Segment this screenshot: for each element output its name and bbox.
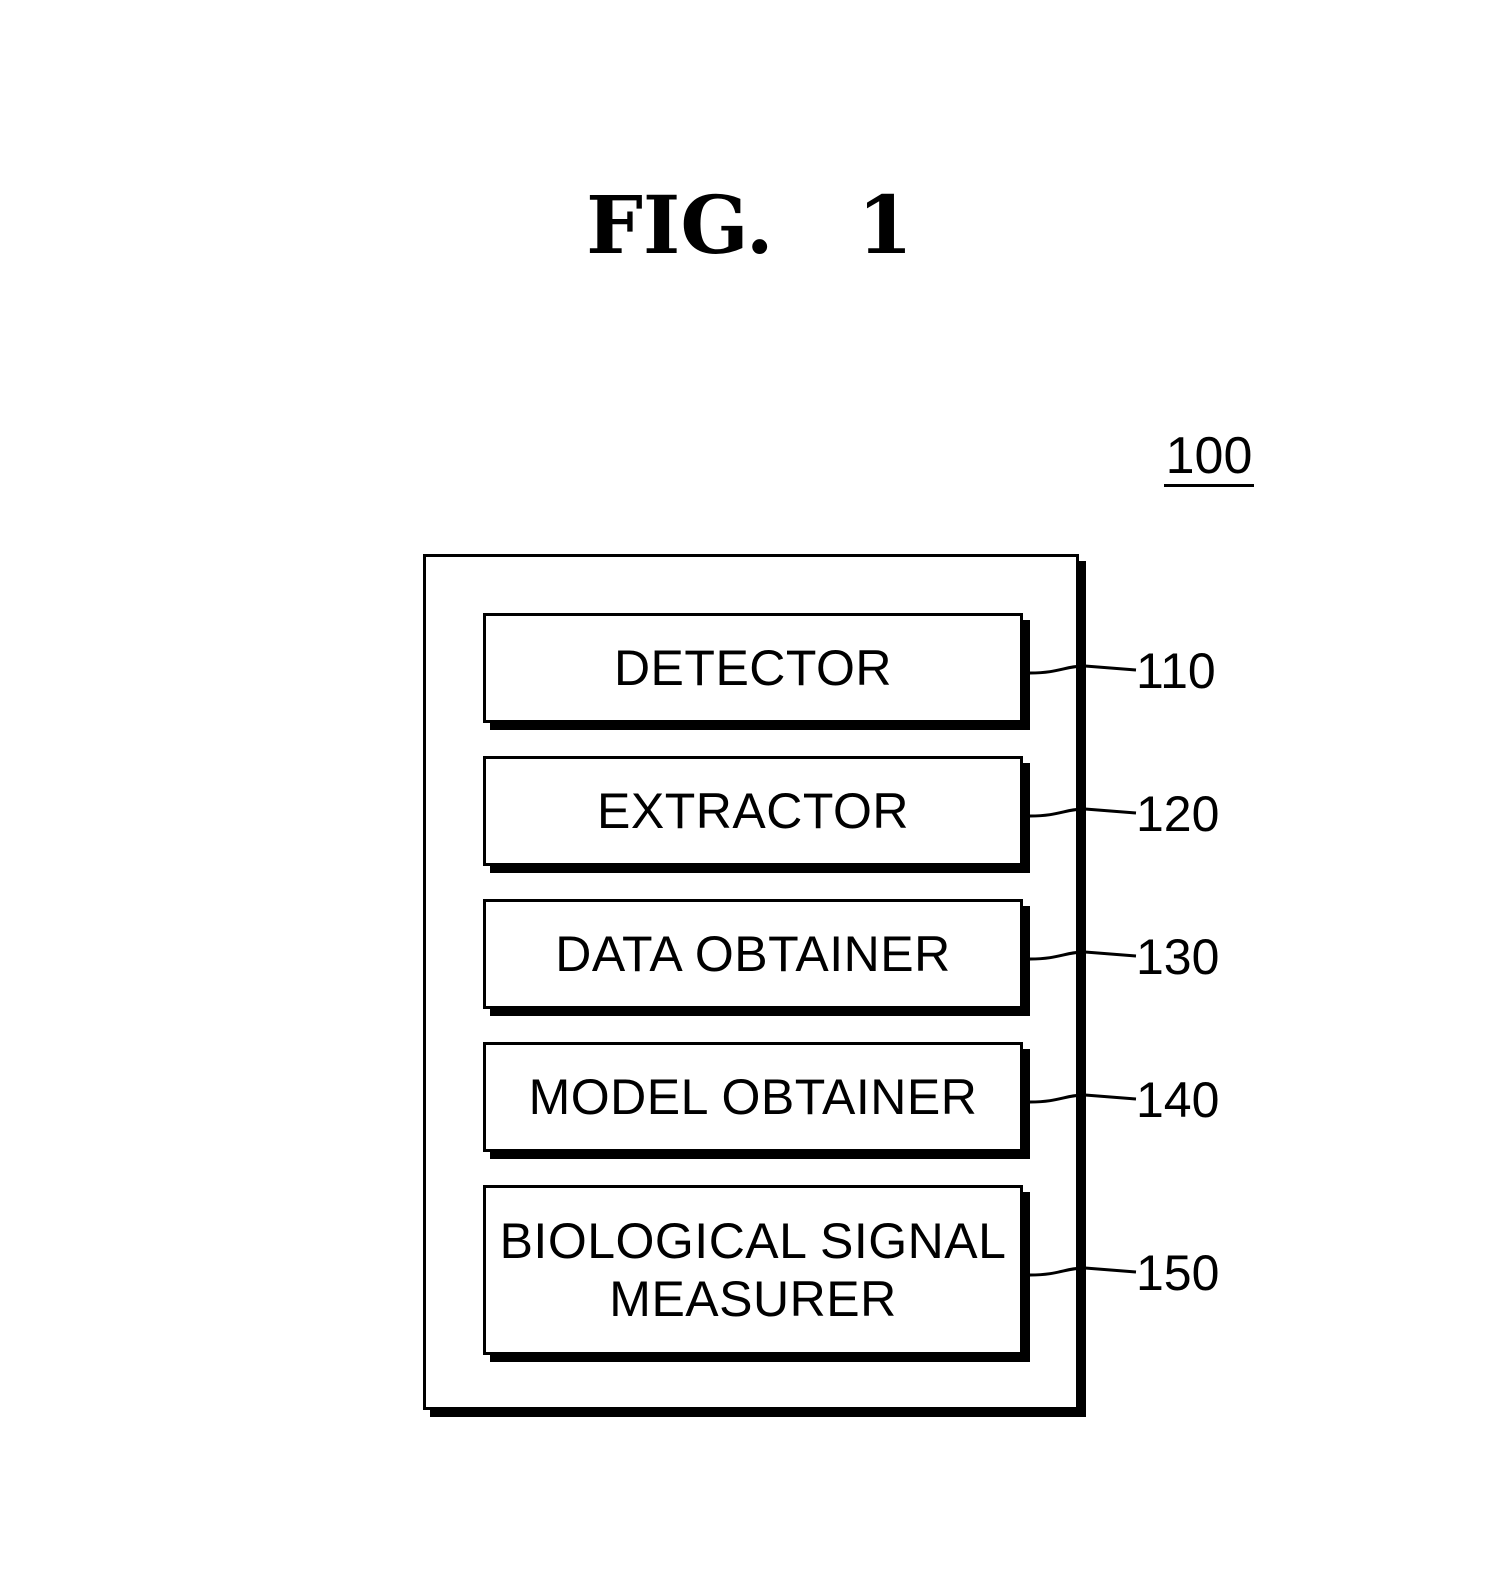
block-label: EXTRACTOR bbox=[597, 782, 909, 840]
block-label: BIOLOGICAL SIGNAL MEASURER bbox=[500, 1212, 1007, 1328]
block-label: DATA OBTAINER bbox=[555, 925, 950, 983]
figure-title: FIG. 1 bbox=[0, 180, 1499, 270]
ref-number-140: 140 bbox=[1136, 1072, 1219, 1128]
block-detector: DETECTOR bbox=[483, 613, 1023, 723]
block-biological-signal-measurer: BIOLOGICAL SIGNAL MEASURER bbox=[483, 1185, 1023, 1355]
ref-number-130: 130 bbox=[1136, 929, 1219, 985]
block-extractor: EXTRACTOR bbox=[483, 756, 1023, 866]
ref-number-150: 150 bbox=[1136, 1245, 1219, 1301]
block-label: MODEL OBTAINER bbox=[529, 1068, 978, 1126]
block-label: DETECTOR bbox=[614, 639, 892, 697]
block-model-obtainer: MODEL OBTAINER bbox=[483, 1042, 1023, 1152]
system-reference-underline bbox=[1164, 484, 1254, 487]
system-reference-number: 100 bbox=[1164, 428, 1254, 484]
block-data-obtainer: DATA OBTAINER bbox=[483, 899, 1023, 1009]
ref-number-120: 120 bbox=[1136, 786, 1219, 842]
ref-number-110: 110 bbox=[1136, 643, 1216, 699]
